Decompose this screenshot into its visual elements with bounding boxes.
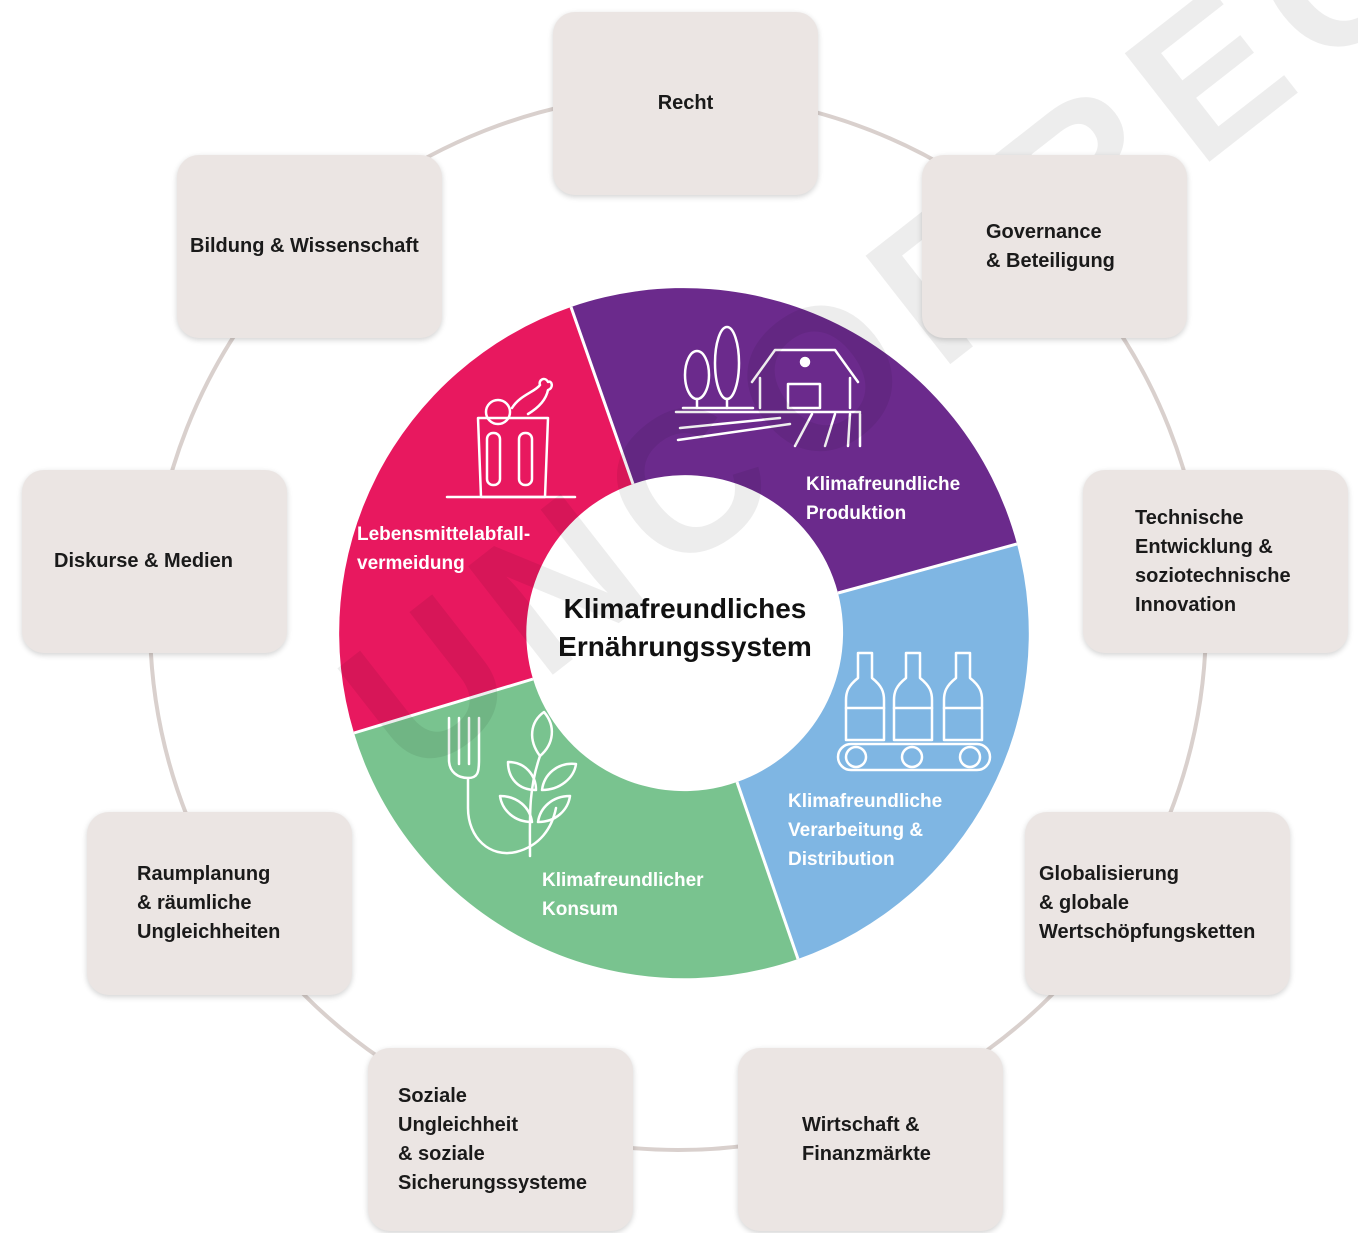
box-sozial-label: Soziale Ungleichheit & soziale Sicherung… <box>398 1084 587 1194</box>
bottles-conveyor-icon <box>836 651 992 772</box>
box-governance: Governance & Beteiligung <box>922 155 1187 338</box>
segment-label-konsum: Klimafreundlicher Konsum <box>542 870 704 920</box>
box-sozial: Soziale Ungleichheit & soziale Sicherung… <box>368 1048 633 1231</box>
box-wirtschaft-label: Wirtschaft & Finanzmärkte <box>802 1113 931 1165</box>
box-raum: Raumplanung & räumliche Ungleichheiten <box>87 812 352 995</box>
box-global: Globalisierung & globale Wertschöpfungsk… <box>1025 812 1290 995</box>
center-title: Klimafreundliches Ernährungssystem <box>558 593 812 662</box>
fork-plant-icon <box>447 710 578 858</box>
segment-label-produktion: Klimafreundliche Produktion <box>806 474 961 524</box>
box-global-label: Globalisierung & globale Wertschöpfungsk… <box>1039 863 1256 943</box>
segment-konsum <box>354 679 798 979</box>
center-circle <box>529 477 841 789</box>
box-raum-label: Raumplanung & räumliche Ungleichheiten <box>137 863 281 943</box>
box-diskurse-label: Diskurse & Medien <box>54 550 233 572</box>
segment-verarbeitung <box>737 544 1029 959</box>
food-bin-icon <box>445 377 577 499</box>
segment-produktion <box>571 288 1017 593</box>
segment-abfall <box>339 307 633 733</box>
segment-label-abfall: Lebensmittelabfall- vermeidung <box>357 524 531 574</box>
box-bildung-label: Bildung & Wissenschaft <box>190 235 419 257</box>
segment-dividers <box>353 306 1018 960</box>
segment-label-verarbeitung: Klimafreundliche Verarbeitung & Distribu… <box>788 791 943 870</box>
box-governance-label: Governance & Beteiligung <box>986 220 1115 272</box>
box-technik-label: Technische Entwicklung & soziotechnische… <box>1135 506 1291 616</box>
box-recht-label: Recht <box>657 92 714 114</box>
box-technik: Technische Entwicklung & soziotechnische… <box>1083 470 1348 653</box>
box-wirtschaft: Wirtschaft & Finanzmärkte <box>738 1048 1003 1231</box>
box-diskurse: Diskurse & Medien <box>22 470 287 653</box>
box-bildung: Bildung & Wissenschaft <box>177 155 442 338</box>
farm-barn-icon <box>674 325 862 448</box>
box-recht: Recht <box>553 12 818 195</box>
